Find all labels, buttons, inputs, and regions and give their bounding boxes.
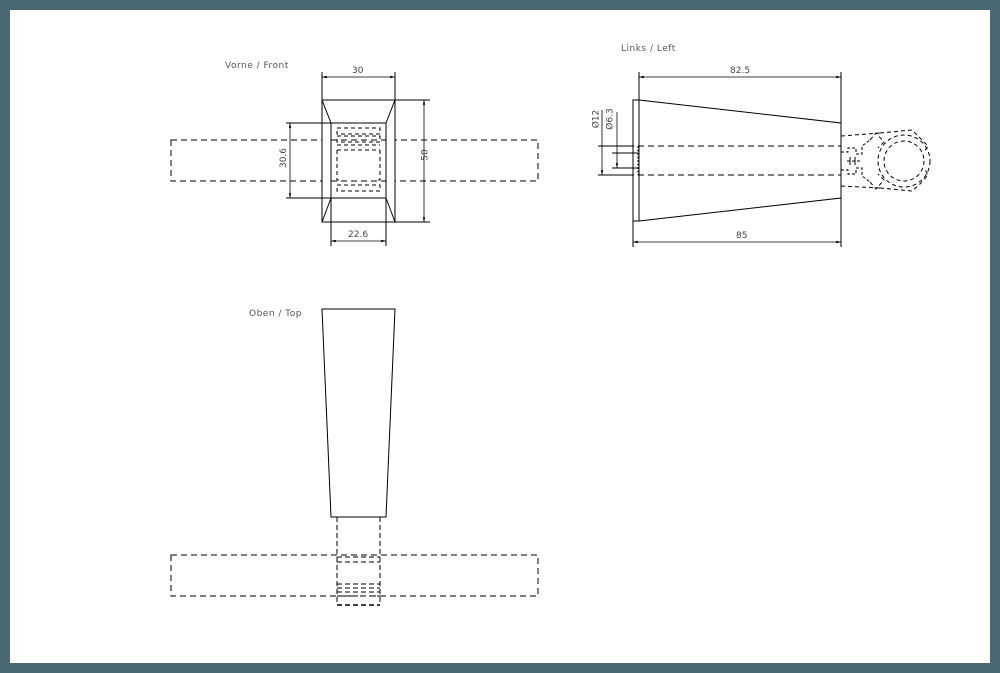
dim-left-bottom-length: 85 bbox=[736, 231, 748, 241]
dim-left-outer-diameter: Ø12 bbox=[591, 109, 602, 129]
top-hidden-tube bbox=[170, 554, 539, 597]
dim-front-top-width: 30 bbox=[352, 66, 364, 76]
dim-front-height: 50 bbox=[420, 149, 431, 161]
dim-front-bottom-width: 22.6 bbox=[348, 230, 369, 240]
left-hidden-clamp bbox=[840, 129, 931, 192]
left-view-label: Links / Left bbox=[621, 44, 676, 54]
front-inner-face bbox=[330, 122, 387, 199]
dim-left-top-length: 82.5 bbox=[730, 66, 751, 76]
drawing-sheet bbox=[10, 10, 990, 663]
top-view bbox=[170, 308, 539, 606]
top-view-label: Oben / Top bbox=[249, 309, 302, 319]
left-view bbox=[598, 72, 931, 247]
front-view-label: Vorne / Front bbox=[225, 61, 289, 71]
front-hidden-slots bbox=[336, 127, 381, 192]
top-tapered-body bbox=[321, 308, 396, 518]
front-view bbox=[170, 72, 539, 246]
front-outer-body bbox=[321, 99, 396, 223]
dim-front-inner-height: 30.6 bbox=[279, 147, 290, 169]
dim-left-inner-diameter: Ø6.3 bbox=[605, 108, 616, 130]
left-tapered-body bbox=[632, 99, 842, 222]
